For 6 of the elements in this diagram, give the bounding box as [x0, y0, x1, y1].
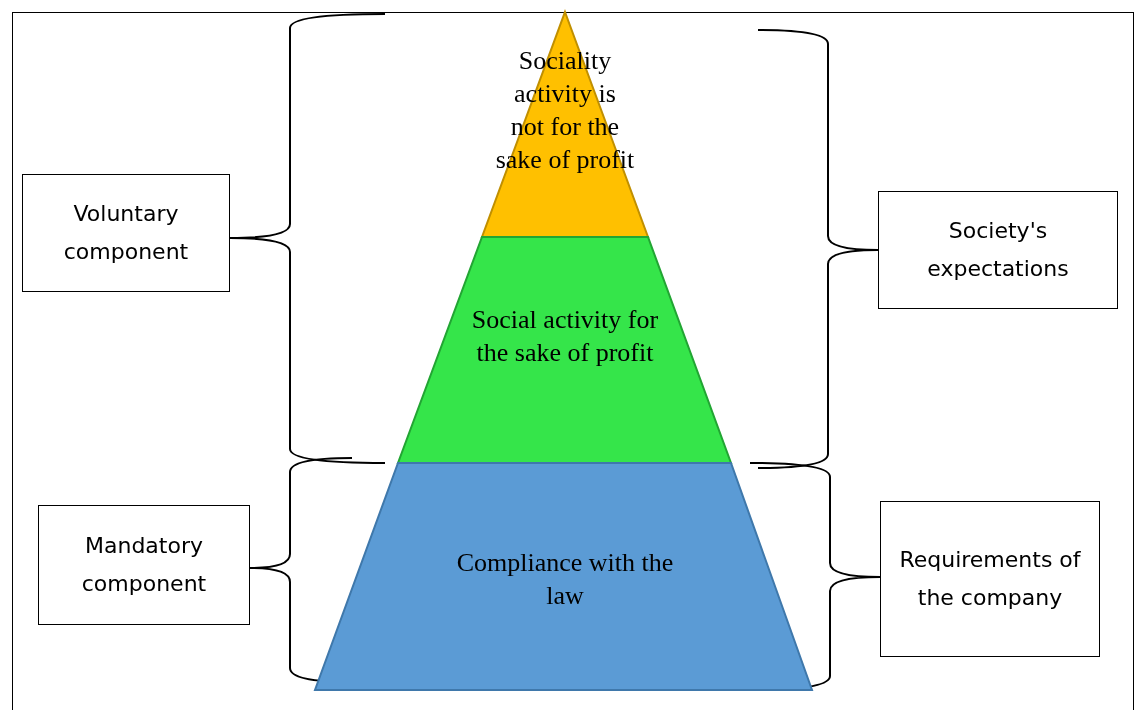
text-box: Requirements of the company	[880, 501, 1100, 657]
text-box: Mandatory component	[38, 505, 250, 625]
text-box: Society's expectations	[878, 191, 1118, 309]
text-box: Voluntary component	[22, 174, 230, 292]
layer-label: Social activity for the sake of profit	[470, 304, 660, 369]
layer-label: Compliance with the law	[455, 547, 675, 612]
